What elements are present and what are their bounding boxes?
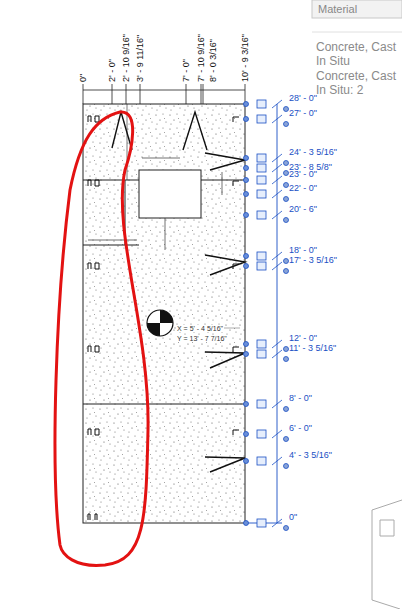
elevation-dimension: 12' - 0" <box>289 334 317 343</box>
coordinate-text: Y = 13' - 7 7/16" <box>176 335 228 342</box>
dimension-text: 7' - 10 9/16" <box>197 34 206 82</box>
elevation-dimension: 4' - 3 5/16" <box>289 451 332 460</box>
elevation-dimension: 28' - 0" <box>289 94 317 103</box>
panel-header: Material <box>318 4 357 15</box>
coordinate-text: X = 5' - 4 5/16" <box>176 325 224 332</box>
elevation-dimension: 8' - 0" <box>289 394 312 403</box>
dimension-text: 0" <box>79 74 88 82</box>
material-name: Concrete, Cast In Situ <box>316 41 400 69</box>
material-name: Concrete, Cast In Situ: 2 <box>316 70 400 98</box>
elevation-dimension: 22' - 0" <box>289 184 317 193</box>
elevation-dimension: 18' - 0" <box>289 246 317 255</box>
dimension-text: 2' - 10 9/16" <box>122 34 131 82</box>
dimension-text: 8' - 0 3/16" <box>209 39 218 82</box>
elevation-dimension: 11' - 3 5/16" <box>289 344 336 353</box>
dimension-text: 3' - 9 11/16" <box>136 35 145 82</box>
elevation-dimension: 20' - 6" <box>289 205 317 214</box>
elevation-dimension: 27' - 0" <box>289 109 317 118</box>
dimension-text: 7' - 0" <box>182 59 191 82</box>
dimension-text: 10' - 9 3/16" <box>241 34 250 82</box>
dimension-text: 2' - 0" <box>108 59 117 82</box>
elevation-dimension: 24' - 3 5/16" <box>289 148 337 157</box>
elevation-dimension: 23' - 0" <box>289 170 317 179</box>
elevation-dimension: 6' - 0" <box>289 424 312 433</box>
elevation-dimension: 17' - 3 5/16" <box>289 256 337 265</box>
elevation-dimension: 0" <box>289 513 297 522</box>
